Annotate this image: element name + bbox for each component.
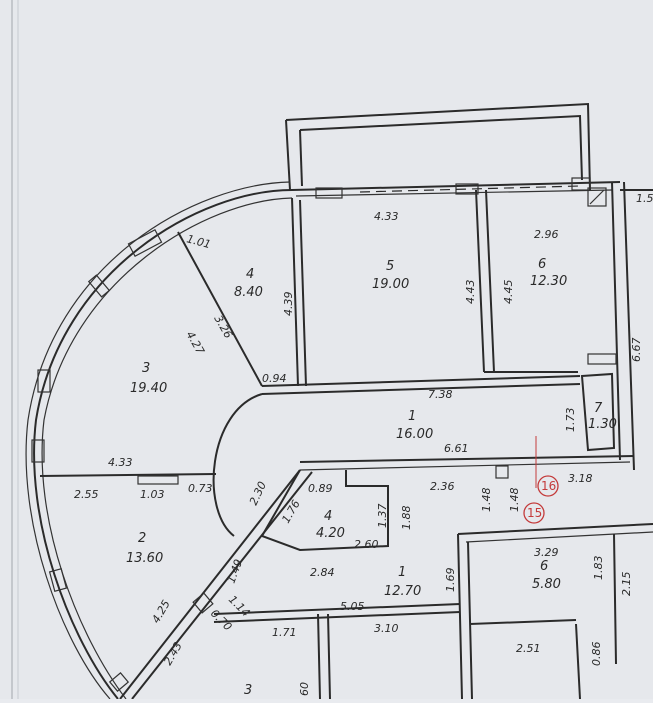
dim-label: 4.39	[282, 292, 295, 317]
room-6b-area: 5.80	[532, 577, 561, 592]
room-6-number: 6	[538, 257, 546, 272]
axis-markers: 16 15	[523, 475, 559, 524]
dim-label: 2.96	[534, 228, 559, 241]
dim-label: 4.43	[464, 280, 477, 305]
room-5-number: 5	[386, 259, 394, 274]
dim-label: 1.48	[508, 488, 521, 513]
room-3-number: 3	[142, 361, 150, 376]
dim-label: 0.73	[188, 482, 213, 495]
marker-16-circle	[537, 475, 559, 497]
room-7-area: 1.30	[588, 417, 617, 432]
dim-label: 0.89	[308, 482, 333, 495]
dim-label: 2.60	[354, 538, 379, 551]
room-6b-number: 6	[540, 559, 548, 574]
marker-15-label: 15	[527, 506, 542, 520]
walls	[25, 102, 653, 700]
dim-label: 4.33	[374, 210, 399, 223]
marker-16-label: 16	[541, 479, 556, 493]
dim-label: 1.37	[376, 504, 389, 529]
dim-label: 1.71	[272, 626, 297, 639]
dim-label: 1.73	[564, 408, 577, 433]
room-2-area: 13.60	[126, 551, 163, 566]
dim-label: 6.61	[444, 442, 469, 455]
dim-label: 2.55	[74, 488, 99, 501]
dim-label: 4.45	[502, 280, 515, 305]
room-1b-area: 12.70	[384, 584, 421, 599]
room-2-number: 2	[138, 531, 146, 546]
dim-label: 2.84	[310, 566, 335, 579]
room-1-number: 1	[408, 409, 416, 424]
room-1b-number: 1	[398, 565, 406, 580]
dim-label: 2.15	[620, 572, 633, 597]
dim-label: 2.51	[516, 642, 541, 655]
dim-label: 3.29	[534, 546, 559, 559]
dim-label: 5.05	[340, 600, 365, 613]
room-3b-number: 3	[244, 683, 252, 698]
dim-label: 3.10	[374, 622, 399, 635]
room-1-area: 16.00	[396, 427, 433, 442]
room-4-number: 4	[246, 267, 254, 282]
dim-label: 0.94	[262, 372, 287, 385]
dim-label: 1.5	[636, 192, 653, 205]
dim-label: 1.01	[185, 232, 212, 251]
marker-15-circle	[523, 502, 545, 524]
room-4b-area: 4.20	[316, 526, 345, 541]
dim-label: 1.03	[140, 488, 165, 501]
dim-label: 60	[298, 682, 311, 696]
room-7-number: 7	[594, 401, 603, 416]
dim-label: 3.18	[568, 472, 593, 485]
dim-label: 7.38	[428, 388, 453, 401]
room-3-area: 19.40	[130, 381, 167, 396]
room-6-area: 12.30	[530, 274, 567, 289]
dim-label: 1.83	[592, 556, 605, 581]
dim-label: 0.86	[590, 642, 603, 667]
dim-label: 1.88	[400, 506, 413, 531]
dim-label: 2.36	[430, 480, 455, 493]
dim-label: 1.48	[480, 488, 493, 513]
dim-label: 1.69	[444, 568, 457, 593]
room-4-area: 8.40	[234, 285, 263, 300]
room-labels: 4 8.40 5 19.00 6 12.30 3 19.40 1 16.00 7…	[126, 257, 617, 698]
dim-label: 4.33	[108, 456, 133, 469]
room-4b-number: 4	[324, 509, 332, 524]
room-5-area: 19.00	[372, 277, 409, 292]
dim-label: 6.67	[630, 338, 643, 363]
